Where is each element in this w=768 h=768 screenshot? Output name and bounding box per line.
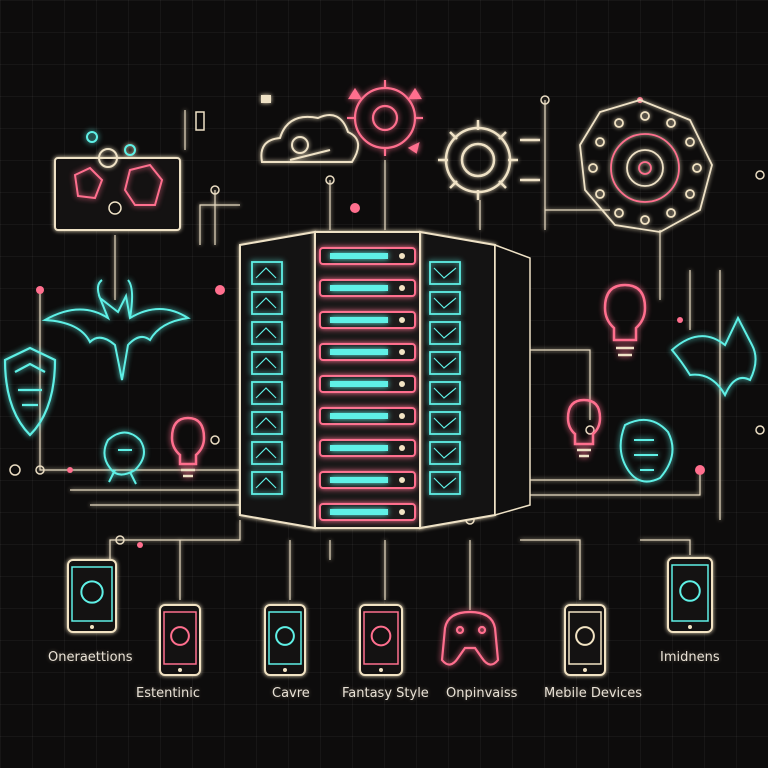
panel-cell: [251, 291, 283, 315]
mandala-node: [685, 189, 695, 199]
gamepad-icon: [440, 610, 500, 666]
mandala-node: [614, 208, 624, 218]
dragon-icon: [41, 279, 191, 381]
gear-icon: [438, 120, 540, 200]
rack-side-panels: [251, 261, 461, 495]
server-rack-icon: [239, 230, 531, 530]
mandala-node: [685, 137, 695, 147]
caption-onerations: Oneraettions: [48, 650, 133, 665]
drive-slot: [319, 343, 416, 361]
panel-cell: [251, 381, 283, 405]
panel-cell: [251, 441, 283, 465]
caption-estentinic: Estentinic: [136, 686, 201, 701]
creature-icon: [103, 431, 145, 485]
drive-slot: [319, 439, 416, 457]
junction-dots: [9, 95, 765, 548]
battery-icon: [195, 111, 205, 131]
smartphone-icon: [359, 604, 403, 676]
panel-cell: [251, 351, 283, 375]
panel-cell: [429, 411, 461, 435]
mandala-node: [666, 208, 676, 218]
smartphone-icon: [159, 604, 201, 676]
mandala-node: [614, 118, 624, 128]
caption-fantasy-style: Fantasy Style: [342, 686, 429, 701]
caption-imidnens: Imidnens: [660, 650, 720, 665]
mobile-devices-row: [67, 557, 713, 676]
panel-cell: [429, 381, 461, 405]
mandala-node: [666, 118, 676, 128]
mandala-node: [595, 137, 605, 147]
mandala-node: [692, 163, 702, 173]
gear-icon: [347, 80, 423, 156]
panel-cell: [251, 471, 283, 495]
drive-slot: [319, 279, 416, 297]
panel-cell: [429, 351, 461, 375]
mandala-node: [640, 215, 650, 225]
smartphone-icon: [564, 604, 606, 676]
shield-icon: [3, 346, 57, 437]
drive-slot: [319, 247, 416, 265]
drive-slot: [319, 375, 416, 393]
panel-cell: [429, 261, 461, 285]
dragon-icon: [670, 315, 757, 398]
panel-cell: [429, 441, 461, 465]
creature-icon: [619, 418, 674, 483]
caption-onpinvaiss: Onpinvaiss: [446, 686, 518, 701]
drive-slot: [319, 471, 416, 489]
lightbulb-icon: [170, 416, 206, 478]
gear-mandala-icon: [579, 99, 713, 233]
drive-slot: [319, 311, 416, 329]
panel-cell: [429, 471, 461, 495]
mandala-node: [595, 189, 605, 199]
caption-mobile-devices: Mebile Devices: [544, 686, 643, 701]
cloud-icon: [260, 95, 359, 163]
panel-cell: [251, 261, 283, 285]
monitor-icon: [54, 131, 181, 231]
drive-slot: [319, 503, 416, 521]
panel-cell: [429, 291, 461, 315]
smartphone-icon: [67, 559, 117, 633]
panel-cell: [251, 321, 283, 345]
smartphone-icon: [667, 557, 713, 633]
smartphone-icon: [264, 604, 306, 676]
mandala-node: [640, 111, 650, 121]
panel-cell: [429, 321, 461, 345]
drive-slot: [319, 407, 416, 425]
lightbulb-icon: [603, 283, 647, 357]
mandala-node: [588, 163, 598, 173]
gear-icon: [98, 144, 136, 168]
lightbulb-icon: [566, 398, 602, 458]
caption-cavre: Cavre: [272, 686, 310, 701]
rack-drive-slots: [319, 247, 416, 521]
connector-lines: [39, 100, 721, 610]
panel-cell: [251, 411, 283, 435]
